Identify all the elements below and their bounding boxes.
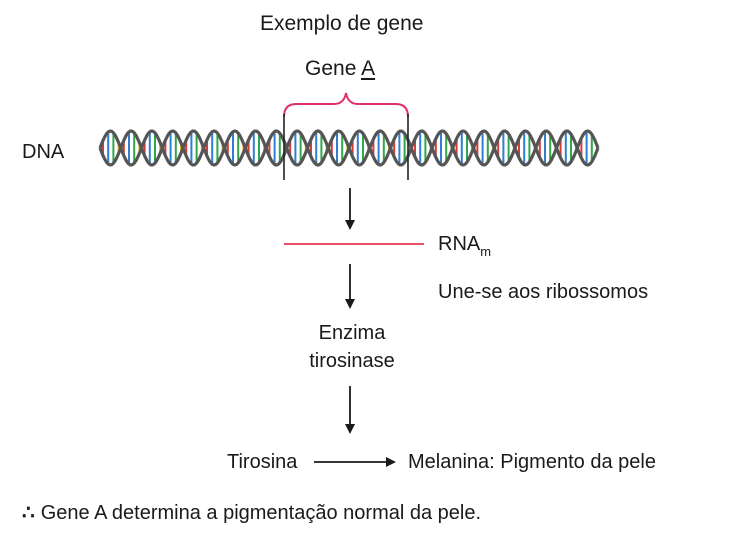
enzyme-label-line1: Enzima — [318, 322, 386, 344]
gene-label: Gene A — [305, 58, 375, 79]
enzyme-label-line2: tirosinase — [309, 350, 395, 372]
mrna-label: RNAm — [438, 233, 491, 258]
arrow-rna-to-enzyme — [345, 264, 355, 309]
gene-label-letter: A — [361, 57, 376, 80]
product-label: Melanina: Pigmento da pele — [408, 451, 656, 473]
conclusion-text: Gene A determina a pigmentação normal da… — [40, 502, 482, 524]
arrow-dna-to-rna — [345, 188, 355, 230]
helix-strand-2 — [98, 129, 600, 167]
therefore-symbol: ∴ — [22, 502, 35, 524]
ribosome-note: Une-se aos ribossomos — [438, 281, 649, 303]
gene-label-prefix: Gene — [305, 57, 362, 80]
substrate-label: Tirosina — [227, 451, 298, 473]
mrna-label-subscript: m — [480, 244, 492, 259]
conclusion: ∴Gene A determina a pigmentação normal d… — [22, 503, 481, 523]
arrow-enzyme-to-reaction — [345, 386, 355, 434]
diagram-title: Exemplo de gene — [260, 12, 424, 35]
dna-label: DNA — [22, 141, 65, 163]
dna-helix — [98, 129, 600, 167]
mrna-label-base: RNA — [438, 233, 481, 255]
arrow-tyrosine-to-melanin — [314, 457, 396, 467]
gene-brace — [283, 92, 409, 118]
